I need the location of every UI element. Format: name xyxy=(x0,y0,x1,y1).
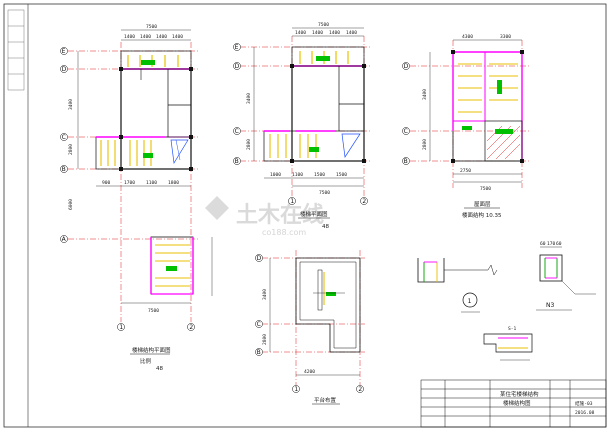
p1-dim-top-3: 1400 xyxy=(156,34,167,40)
p2-dim-bot-1: 1000 xyxy=(270,172,281,178)
title-block-drawing-no: 结施-03 xyxy=(575,400,593,407)
watermark: 土木在线 co188.com xyxy=(205,196,324,237)
p1-axis-1: 1 xyxy=(119,324,123,331)
p1-scale: 48 xyxy=(156,366,163,372)
detail-s1-label: S-1 xyxy=(508,326,517,332)
p1-dim-bottom-total: 7500 xyxy=(148,308,159,314)
p1-dim-left-1: 3400 xyxy=(68,99,74,110)
title-block-date: 2016.08 xyxy=(575,410,595,416)
p4-title: 平台布置 xyxy=(314,396,337,404)
detail-n3-label: N3 xyxy=(546,302,554,309)
p1-dim-top-2: 1400 xyxy=(140,34,151,40)
p1-dim-top-1: 1400 xyxy=(124,34,135,40)
p4-dim-left-1: 3400 xyxy=(262,289,268,300)
p1-axis-A: A xyxy=(62,236,67,243)
p2-dim-left-2: 2800 xyxy=(246,139,252,150)
p4-axis-B: B xyxy=(257,349,261,356)
p1-axis-B: B xyxy=(62,166,66,173)
n3-dim-2: 170 xyxy=(547,241,556,247)
p4-axis-2: 2 xyxy=(358,386,362,393)
p2-dim-top-4: 1400 xyxy=(346,30,357,36)
detail-1-label: 1 xyxy=(468,298,472,305)
plan-1-stair-structure: 7500 1400 1400 1400 1400 900 1700 1100 1… xyxy=(60,24,213,372)
p2-axis-D: D xyxy=(235,63,240,70)
p1-dim-bot-2: 1700 xyxy=(124,180,135,186)
watermark-text: 土木在线 xyxy=(236,202,324,228)
p3-axis-D: D xyxy=(404,63,409,70)
p2-dim-bot-4: 1500 xyxy=(336,172,347,178)
p3-dim-left: 3400 xyxy=(422,89,428,100)
p3-dim-bottom: 7500 xyxy=(480,186,491,192)
p3-axis-C: C xyxy=(404,128,408,135)
margin-stamp xyxy=(7,9,25,91)
p3-dim-bottom-2: 2750 xyxy=(460,168,471,174)
p2-dim-top-1: 1400 xyxy=(295,30,306,36)
p1-dim-bot-4: 1800 xyxy=(168,180,179,186)
p2-axis-C: C xyxy=(235,128,239,135)
p1-dim-left-3: 6000 xyxy=(68,199,74,210)
p4-dim-left-2: 2800 xyxy=(262,334,268,345)
title-block-drawing-name: 楼梯结构图 xyxy=(503,399,531,407)
plan-3-roof: 4300 3300 7500 2750 3400 2800 D C B 屋面层 … xyxy=(402,34,530,219)
p2-dim-total: 7500 xyxy=(318,22,329,28)
p1-dim-left-2: 2800 xyxy=(68,144,74,155)
p3-subtitle: 楼面结构 10.35 xyxy=(462,211,502,219)
n3-dim-3: 60 xyxy=(556,241,562,247)
plan-4-platform: 3400 2800 4200 D C B 1 2 平台布置 xyxy=(255,250,365,405)
p1-axis-C: C xyxy=(62,134,66,141)
sheet-border xyxy=(3,3,607,428)
p1-dim-bot-3: 1100 xyxy=(146,180,157,186)
p3-axis-B: B xyxy=(404,158,408,165)
detail-n3: 60 170 60 N3 xyxy=(536,241,596,311)
p2-axis-2: 2 xyxy=(362,198,366,205)
p3-dim-top-2: 3300 xyxy=(500,34,511,40)
p1-axis-D: D xyxy=(62,66,67,73)
p4-axis-C: C xyxy=(257,321,261,328)
p2-dim-bot-3: 1500 xyxy=(314,172,325,178)
plan-2-stair-plan: 7500 1400 1400 1400 1400 1000 1100 1500 … xyxy=(233,22,370,230)
p1-title: 楼梯结构平面图 xyxy=(132,346,171,354)
p1-dim-top-4: 1400 xyxy=(172,34,183,40)
p2-axis-E: E xyxy=(235,44,239,51)
p1-axis-2: 2 xyxy=(189,324,193,331)
watermark-sub: co188.com xyxy=(262,228,306,237)
p2-dim-bottom-total: 7500 xyxy=(319,190,330,196)
p2-dim-bot-2: 1100 xyxy=(292,172,303,178)
p2-dim-top-3: 1400 xyxy=(329,30,340,36)
p2-scale: 48 xyxy=(322,224,329,230)
p2-dim-left-1: 3400 xyxy=(246,93,252,104)
title-block xyxy=(420,379,607,428)
p4-axis-D: D xyxy=(257,255,262,262)
p3-dim-top-1: 4300 xyxy=(462,34,473,40)
p1-axis-E: E xyxy=(62,48,66,55)
p2-axis-1: 1 xyxy=(290,198,294,205)
p2-dim-top-2: 1400 xyxy=(312,30,323,36)
p1-dim-total: 7500 xyxy=(146,24,157,30)
p3-title: 屋面层 xyxy=(474,201,491,208)
n3-dim-1: 60 xyxy=(540,241,546,247)
detail-s1: S-1 xyxy=(483,326,533,361)
title-block-project: 某住宅楼梯结构 xyxy=(500,390,539,398)
p1-dim-bot-1: 900 xyxy=(102,180,111,186)
p3-dim-left-2: 2800 xyxy=(422,139,428,150)
p4-axis-1: 1 xyxy=(294,386,298,393)
p1-scale-label: 比例 xyxy=(140,357,152,365)
detail-1: 1 xyxy=(417,258,498,313)
p4-dim-bottom: 4200 xyxy=(304,369,315,375)
p2-title: 楼梯平面图 xyxy=(300,210,328,218)
p2-axis-B: B xyxy=(235,158,239,165)
